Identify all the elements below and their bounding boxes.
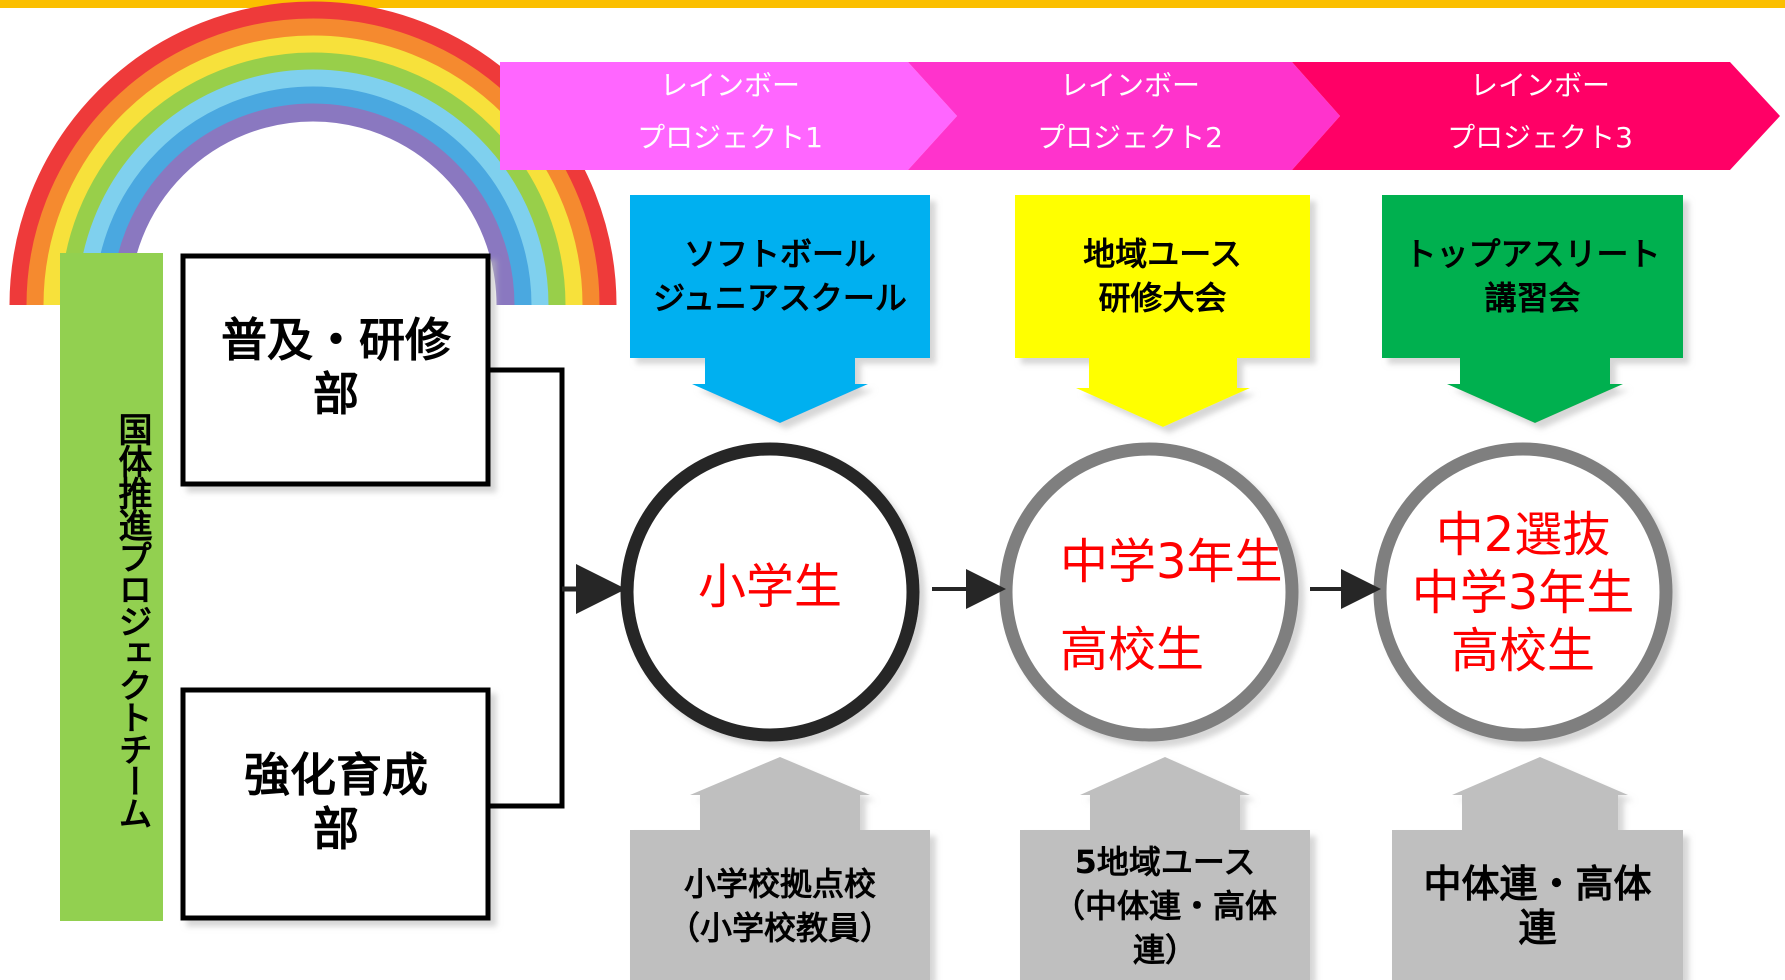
program-label-2: 地域ユース 研修大会 xyxy=(1083,235,1242,317)
team-label: 国体推進プロジェクトチーム xyxy=(112,412,152,828)
rainbow-band xyxy=(111,103,515,306)
target-label-2: 中学3年生 高校生 xyxy=(1060,534,1283,678)
project-arrow-1 xyxy=(500,62,957,170)
source-callout-1 xyxy=(630,757,930,980)
source-label-2: 5地域ユース （中体連・高体 連） xyxy=(1052,843,1277,969)
rainbow-band xyxy=(43,35,583,306)
target-label-1: 小学生 xyxy=(697,559,842,615)
target-circle-1 xyxy=(620,442,920,742)
department-box-1 xyxy=(180,253,491,487)
target-label-3: 中2選抜 中学3年生 高校生 xyxy=(1411,507,1635,679)
department-label-1: 普及・研修 部 xyxy=(221,313,451,421)
program-callout-1 xyxy=(630,195,930,423)
source-callout-2 xyxy=(1020,757,1310,980)
rainbow-band xyxy=(26,18,600,306)
source-callout-3 xyxy=(1392,757,1683,980)
project-arrow-3 xyxy=(1292,62,1780,170)
department-connector xyxy=(488,367,565,809)
source-label-3: 中体連・高体 連 xyxy=(1423,862,1652,950)
project-arrow-2 xyxy=(908,62,1340,170)
program-label-1: ソフトボール ジュニアスクール xyxy=(653,235,907,317)
project-label-3: レインボー プロジェクト3 xyxy=(1447,69,1633,154)
team-bar xyxy=(60,253,163,921)
program-label-3: トップアスリート 講習会 xyxy=(1404,235,1661,317)
department-label-2: 強化育成 部 xyxy=(244,748,428,856)
program-callout-3 xyxy=(1382,195,1683,423)
top-bar xyxy=(0,0,1785,8)
project-label-1: レインボー プロジェクト1 xyxy=(637,69,823,154)
rainbow-band xyxy=(94,86,532,306)
rainbow-band xyxy=(60,52,566,306)
source-label-1: 小学校拠点校 （小学校教員） xyxy=(667,865,892,947)
project-label-2: レインボー プロジェクト2 xyxy=(1037,69,1223,154)
rainbow-band xyxy=(77,69,549,306)
program-callout-2 xyxy=(1015,195,1310,427)
target-circle-2 xyxy=(999,442,1299,742)
